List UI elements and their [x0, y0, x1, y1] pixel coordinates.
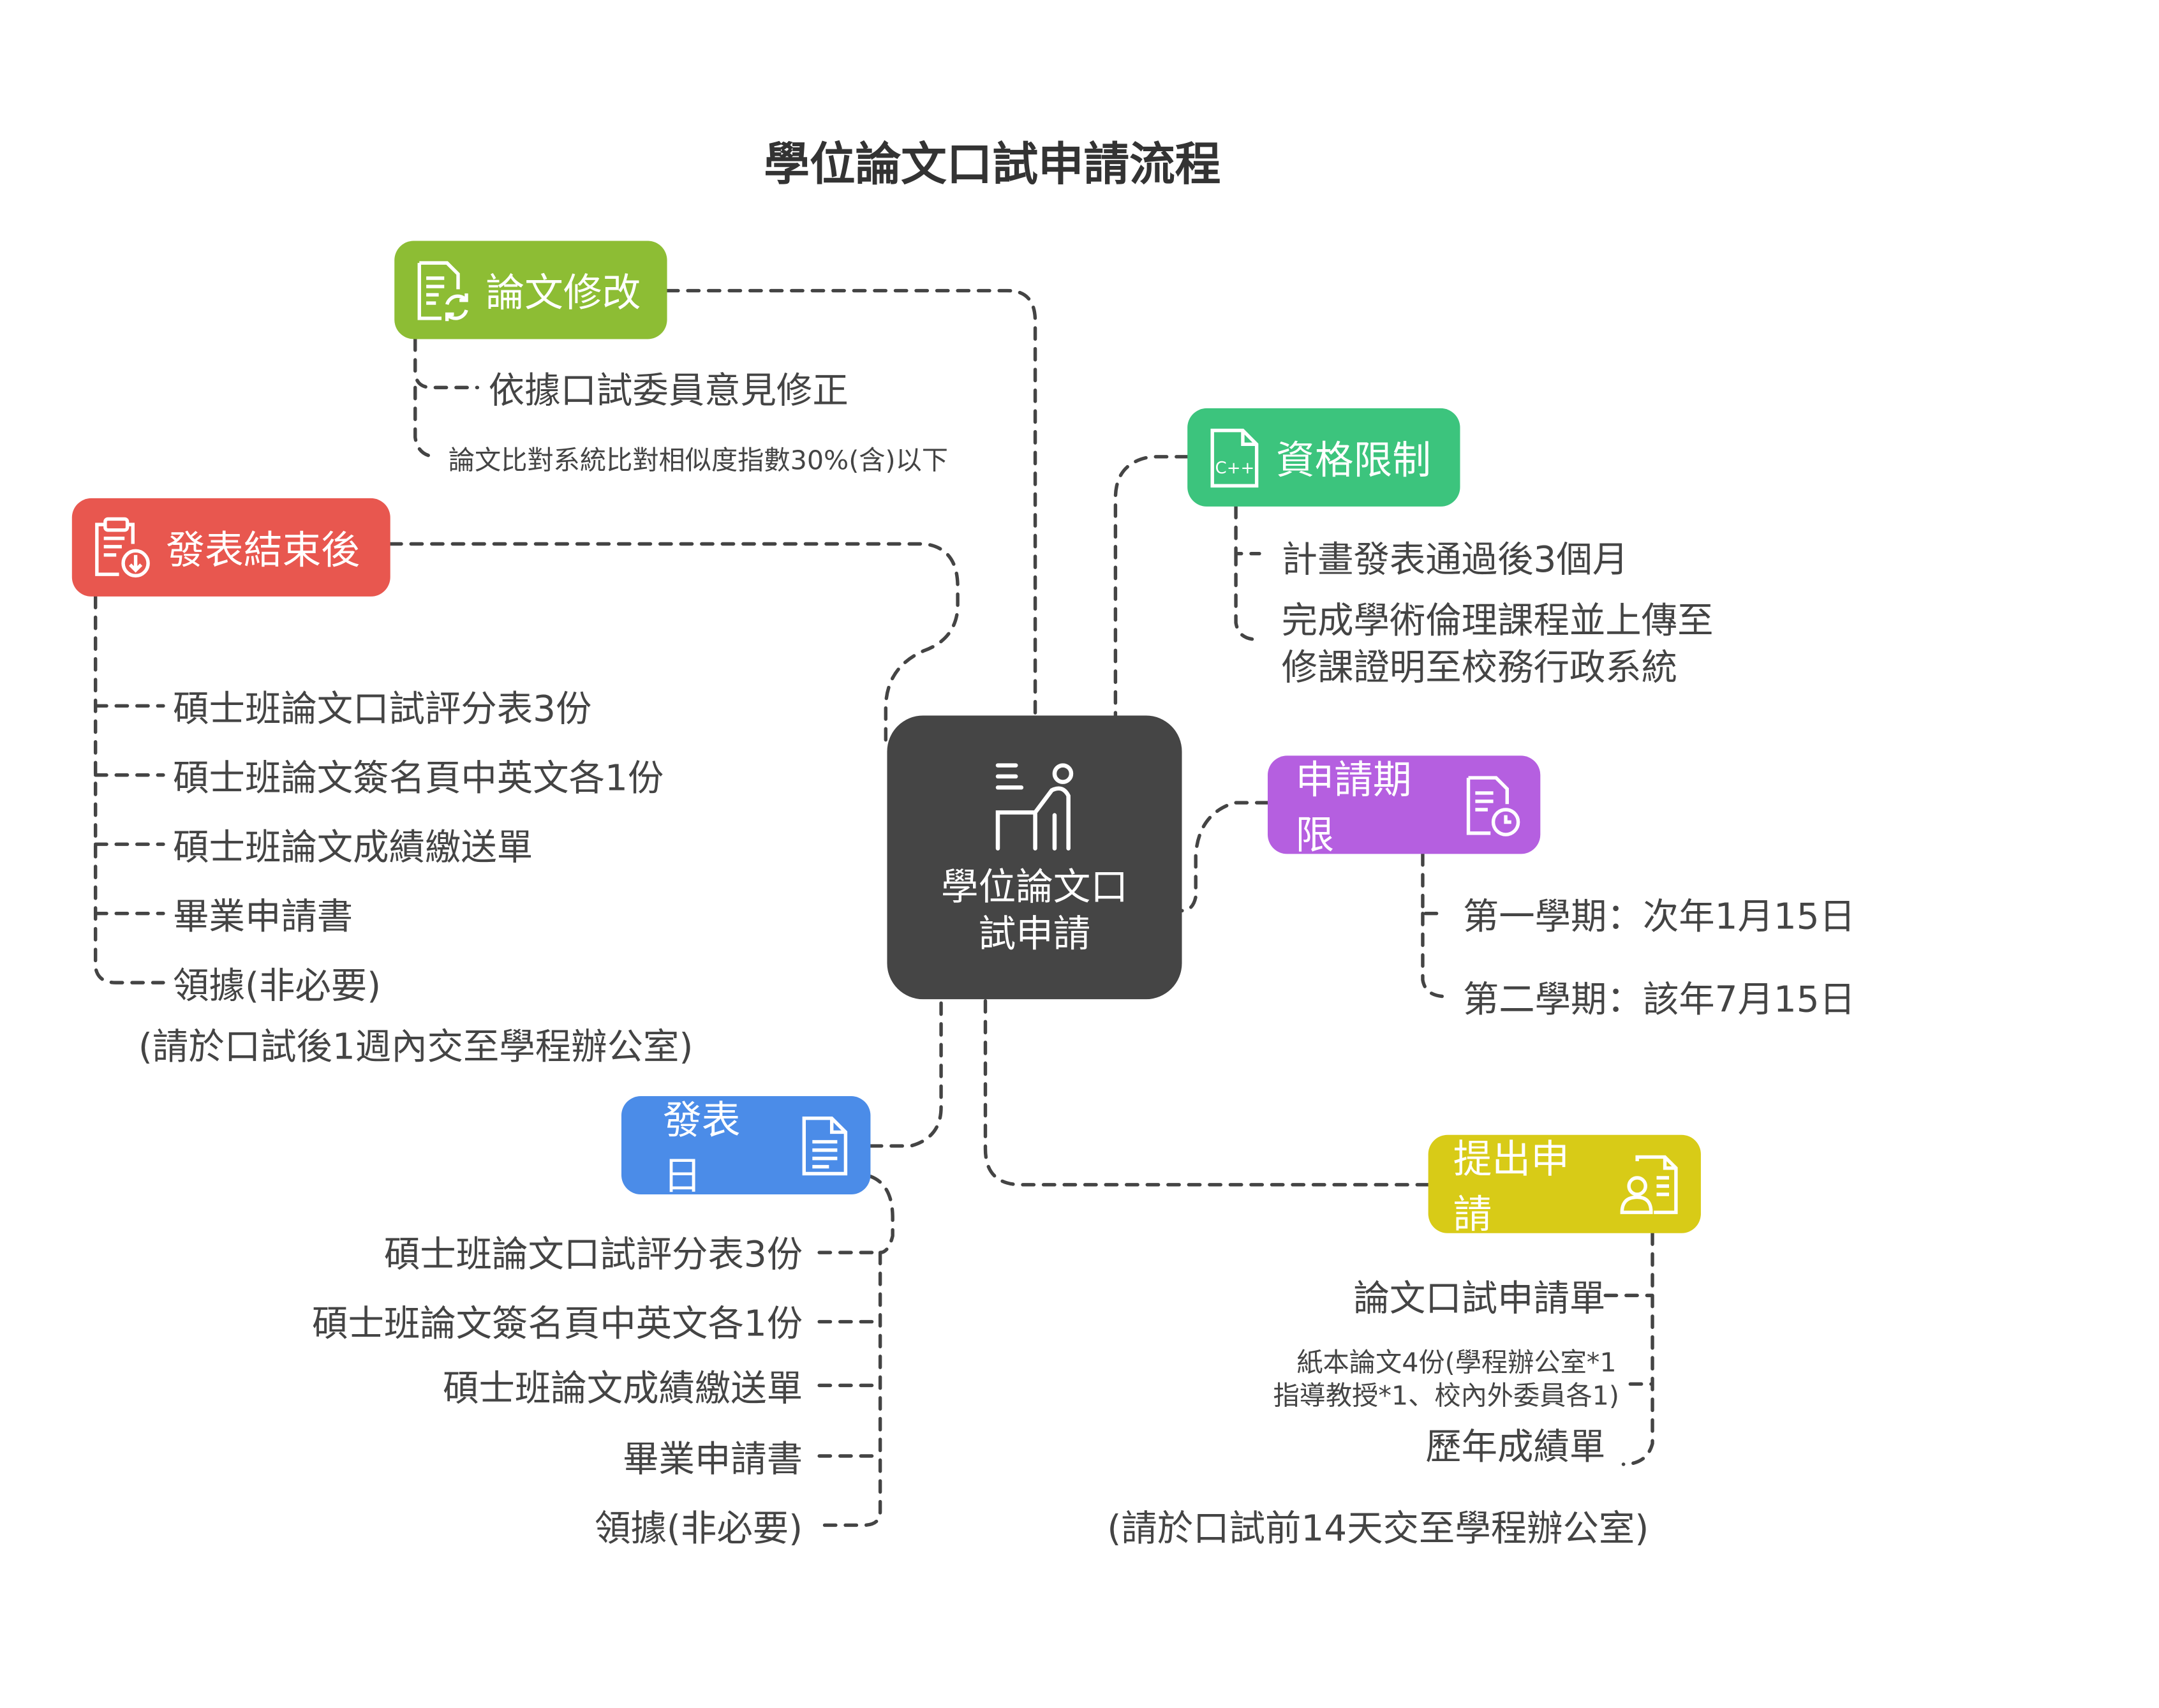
- node-submit[interactable]: 提出申請: [1428, 1134, 1701, 1236]
- qualify-item: 計畫發表通過後3個月: [1281, 539, 1629, 582]
- after-item: 領據(非必要): [173, 966, 382, 1008]
- node-deadline[interactable]: 申請期限: [1267, 755, 1541, 858]
- day-item: 領據(非必要): [595, 1508, 803, 1550]
- after-item: 畢業申請書: [173, 896, 353, 939]
- connector-day: [868, 997, 943, 1148]
- document-icon: [802, 1115, 848, 1175]
- connector-deadline: [1180, 801, 1270, 913]
- node-day[interactable]: 發表日: [621, 1096, 871, 1198]
- connector-deadline-items: [1421, 852, 1448, 999]
- connector-day-items: [817, 1175, 894, 1527]
- node-day-label: 發表日: [663, 1097, 741, 1198]
- node-qualify[interactable]: C++ 資格限制: [1187, 408, 1460, 507]
- center-node[interactable]: 學位論文口試申請: [887, 715, 1182, 1000]
- user-form-icon: [1620, 1154, 1678, 1214]
- node-revise-label: 論文修改: [486, 269, 641, 315]
- document-refresh-icon: [417, 260, 468, 321]
- day-item: 碩士班論文口試評分表3份: [383, 1234, 803, 1277]
- submit-item: 指導教授*1、校內外委員各1): [1273, 1381, 1619, 1412]
- connector-revise-items: [413, 337, 480, 459]
- day-item: 碩士班論文成績繳送單: [443, 1369, 803, 1411]
- qualify-item: 修課證明至校務行政系統: [1281, 648, 1678, 690]
- deadline-item: 第一學期：次年1月15日: [1462, 896, 1856, 939]
- connector-qualify: [1113, 455, 1189, 718]
- node-qualify-label: 資格限制: [1276, 436, 1431, 482]
- revise-item: 論文比對系統比對相似度指數30%(含)以下: [448, 445, 949, 477]
- after-item: 碩士班論文口試評分表3份: [173, 689, 592, 731]
- after-note: (請於口試後1週內交至學程辦公室): [138, 1027, 694, 1069]
- qualify-item: 完成學術倫理課程並上傳至: [1281, 600, 1714, 642]
- node-after-label: 發表結束後: [166, 526, 360, 572]
- presenter-icon: [995, 763, 1074, 850]
- clipboard-download-icon: [95, 516, 150, 577]
- center-label-1: 學位論文口: [941, 866, 1128, 910]
- connector-submit: [983, 997, 1430, 1187]
- after-item: 碩士班論文簽名頁中英文各1份: [173, 758, 664, 800]
- page-title: 學位論文口試申請流程: [764, 137, 1221, 191]
- center-label-2: 試申請: [978, 913, 1091, 956]
- deadline-item: 第二學期：該年7月15日: [1462, 979, 1856, 1021]
- node-revise[interactable]: 論文修改: [394, 241, 667, 339]
- connector-after: [389, 542, 960, 750]
- connector-after-items: [93, 595, 165, 984]
- connector-qualify-items: [1234, 505, 1261, 641]
- after-item: 碩士班論文成績繳送單: [173, 828, 533, 870]
- submit-item: 紙本論文4份(學程辦公室*1: [1296, 1348, 1617, 1379]
- connector-submit-items: [1603, 1231, 1654, 1466]
- svg-text:C++: C++: [1215, 458, 1255, 477]
- node-submit-label: 提出申請: [1453, 1135, 1569, 1237]
- day-item: 畢業申請書: [623, 1439, 803, 1482]
- connector-revise: [665, 288, 1037, 718]
- day-item: 碩士班論文簽名頁中英文各1份: [312, 1303, 803, 1346]
- code-file-icon: C++: [1210, 427, 1259, 487]
- node-after[interactable]: 發表結束後: [71, 498, 390, 597]
- document-clock-icon: [1466, 775, 1520, 836]
- node-deadline-label: 申請期限: [1295, 756, 1412, 858]
- revise-item: 依據口試委員意見修正: [488, 371, 849, 413]
- submit-item: 論文口試申請單: [1353, 1279, 1606, 1321]
- submit-note: (請於口試前14天交至學程辦公室): [1107, 1508, 1649, 1550]
- submit-item: 歷年成績單: [1425, 1427, 1606, 1469]
